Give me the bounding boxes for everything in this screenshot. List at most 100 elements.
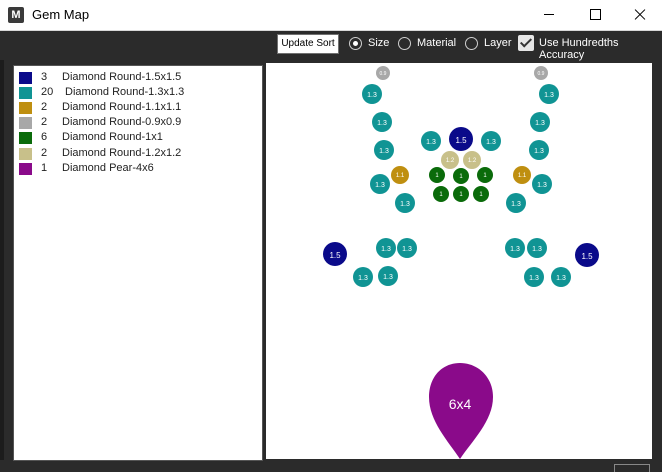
gem-0.9[interactable]: 0.9 (376, 66, 390, 80)
gem-label: 1.3 (358, 275, 368, 282)
gem-1.3[interactable]: 1.3 (506, 193, 526, 213)
gem-legend: 3 Diamond Round-1.5x1.5 20 Diamond Round… (13, 65, 263, 461)
gem-label: 1.3 (529, 275, 539, 282)
gem-1[interactable]: 1 (433, 186, 449, 202)
material-radio-label[interactable]: Material (417, 37, 457, 49)
gem-label: 1.5 (455, 136, 467, 145)
gem-label: 1.3 (367, 92, 377, 99)
bottom-button[interactable] (614, 464, 650, 472)
legend-name: Diamond Pear-4x6 (62, 162, 154, 174)
gem-label: 1 (479, 192, 483, 198)
legend-count: 3 (41, 71, 48, 83)
gem-label: 1 (459, 174, 463, 180)
legend-name: Diamond Round-1.1x1.1 (62, 101, 182, 113)
size-radio-label[interactable]: Size (368, 37, 390, 49)
gem-1.3[interactable]: 1.3 (530, 112, 550, 132)
gem-label: 1.3 (377, 120, 387, 127)
maximize-icon[interactable] (572, 0, 618, 30)
gem-0.9[interactable]: 0.9 (534, 66, 548, 80)
gem-label: 1.2 (446, 158, 455, 164)
title-bar: M Gem Map (0, 0, 662, 31)
legend-swatch (19, 132, 32, 144)
hundredths-checkbox-label[interactable]: Use Hundredths Accuracy (539, 37, 619, 61)
gem-1.3[interactable]: 1.3 (481, 131, 501, 151)
gem-1.2[interactable]: 1.2 (463, 151, 481, 169)
gem-1.3[interactable]: 1.3 (362, 84, 382, 104)
gem-label: 1.3 (532, 246, 542, 253)
legend-swatch (19, 102, 32, 114)
gem-label: 1.3 (535, 120, 545, 127)
gem-1.3[interactable]: 1.3 (370, 174, 390, 194)
gem-1.3[interactable]: 1.3 (539, 84, 559, 104)
gem-1[interactable]: 1 (453, 186, 469, 202)
gem-label: 1.3 (544, 92, 554, 99)
gem-label: 1.5 (581, 252, 593, 261)
gem-label: 1.1 (518, 173, 527, 179)
gem-1[interactable]: 1 (477, 167, 493, 183)
gem-label: 0.9 (380, 71, 387, 77)
update-sort-button[interactable]: Update Sort (277, 34, 339, 54)
size-radio[interactable] (349, 37, 362, 50)
gem-1.3[interactable]: 1.3 (527, 238, 547, 258)
hundredths-checkbox[interactable] (518, 35, 534, 51)
gem-1.3[interactable]: 1.3 (372, 112, 392, 132)
gem-1.1[interactable]: 1.1 (391, 166, 409, 184)
gem-label: 1 (439, 192, 443, 198)
layer-radio-label[interactable]: Layer (484, 37, 512, 49)
gem-label: 1.3 (402, 246, 412, 253)
gem-label: 1.3 (379, 148, 389, 155)
gem-1.1[interactable]: 1.1 (513, 166, 531, 184)
gem-1.3[interactable]: 1.3 (378, 266, 398, 286)
gem-1.3[interactable]: 1.3 (395, 193, 415, 213)
gem-label: 1.3 (556, 275, 566, 282)
close-icon[interactable] (618, 0, 662, 30)
legend-count: 2 (41, 101, 48, 113)
gem-1.3[interactable]: 1.3 (551, 267, 571, 287)
legend-name: Diamond Round-1.2x1.2 (62, 147, 182, 159)
gem-1.3[interactable]: 1.3 (505, 238, 525, 258)
legend-count: 6 (41, 131, 48, 143)
gem-label: 6x4 (449, 396, 472, 412)
gem-label: 1.3 (534, 148, 544, 155)
gem-pear[interactable]: 6x4 (429, 363, 493, 459)
legend-swatch (19, 117, 32, 129)
gem-1.2[interactable]: 1.2 (441, 151, 459, 169)
gem-label: 1.3 (381, 246, 391, 253)
legend-name: Diamond Round-0.9x0.9 (62, 116, 182, 128)
gem-1[interactable]: 1 (473, 186, 489, 202)
gem-map-canvas[interactable]: 0.9 0.9 1.3 1.3 1.3 1.3 1.3 1.1 1.3 1.3 … (266, 63, 652, 459)
legend-count: 1 (41, 162, 48, 174)
layer-radio[interactable] (465, 37, 478, 50)
gem-1.3[interactable]: 1.3 (376, 238, 396, 258)
gem-1[interactable]: 1 (429, 167, 445, 183)
gem-label: 0.9 (538, 71, 545, 77)
legend-count: 2 (41, 147, 48, 159)
gem-1[interactable]: 1 (453, 168, 469, 184)
gem-label: 1.3 (375, 182, 385, 189)
gem-label: 1.1 (396, 173, 405, 179)
gem-1.3[interactable]: 1.3 (353, 267, 373, 287)
gem-label: 1.3 (510, 246, 520, 253)
gem-1.5[interactable]: 1.5 (575, 243, 599, 267)
left-edge (0, 60, 4, 460)
gem-1.3[interactable]: 1.3 (374, 140, 394, 160)
legend-name: Diamond Round-1.3x1.3 (65, 86, 185, 98)
gem-1.3[interactable]: 1.3 (421, 131, 441, 151)
legend-name: Diamond Round-1x1 (62, 131, 163, 143)
gem-1.3[interactable]: 1.3 (397, 238, 417, 258)
legend-count: 20 (41, 86, 54, 98)
app-icon: M (8, 7, 24, 23)
gem-1.5[interactable]: 1.5 (323, 242, 347, 266)
gem-label: 1.3 (537, 182, 547, 189)
gem-1.3[interactable]: 1.3 (532, 174, 552, 194)
minimize-icon[interactable] (526, 0, 572, 30)
material-radio[interactable] (398, 37, 411, 50)
gem-label: 1.2 (468, 158, 477, 164)
legend-count: 2 (41, 116, 48, 128)
gem-label: 1 (483, 173, 487, 179)
gem-label: 1.3 (511, 201, 521, 208)
gem-label: 1.3 (383, 274, 393, 281)
gem-1.5[interactable]: 1.5 (449, 127, 473, 151)
gem-1.3[interactable]: 1.3 (524, 267, 544, 287)
gem-1.3[interactable]: 1.3 (529, 140, 549, 160)
